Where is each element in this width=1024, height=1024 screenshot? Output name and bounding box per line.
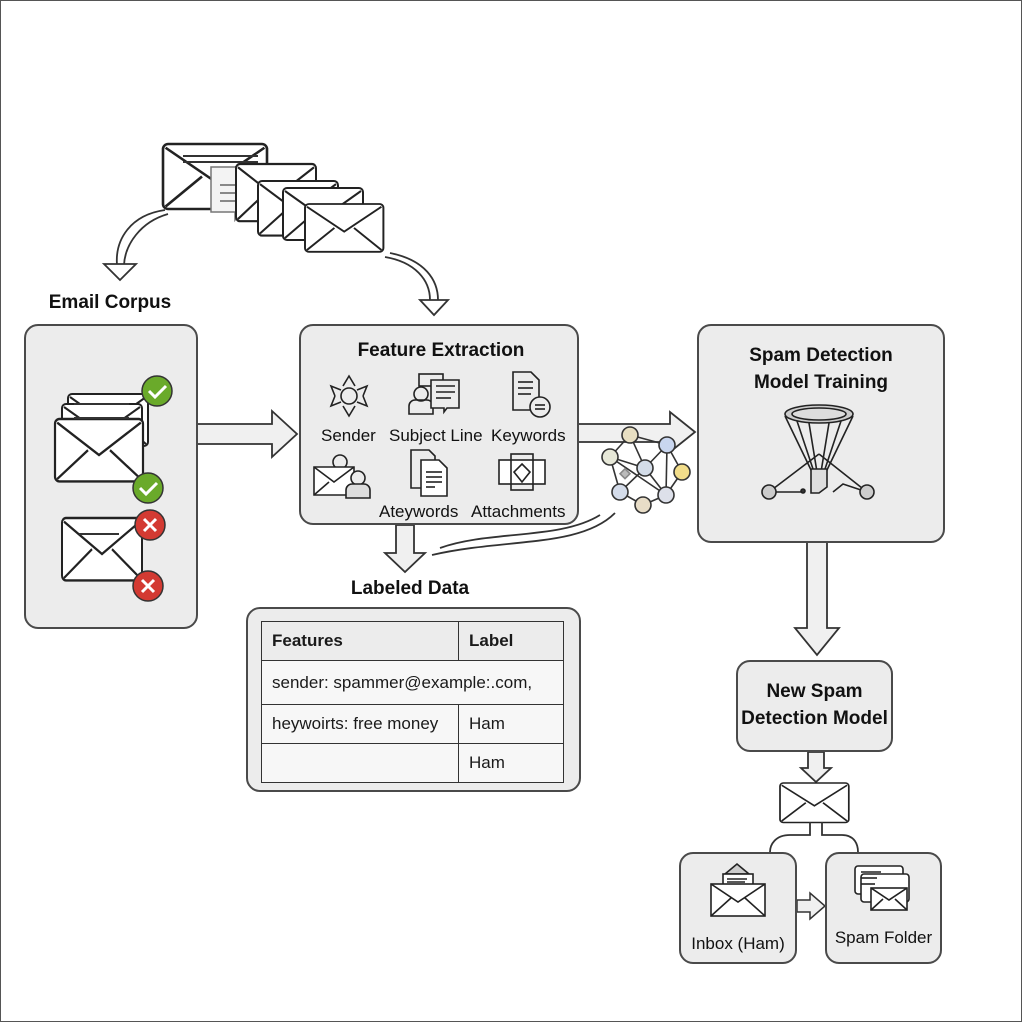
title-line: Spam Detection bbox=[749, 345, 893, 366]
title-line: New Spam bbox=[766, 681, 863, 702]
column-header-label: Label bbox=[458, 621, 564, 661]
email-corpus-illustration bbox=[53, 375, 173, 602]
x-icon bbox=[132, 570, 164, 602]
arrow-corpus-to-features bbox=[196, 408, 299, 460]
person-document-icon bbox=[408, 373, 460, 415]
model-training-title: Spam Detection Model Training bbox=[699, 342, 943, 396]
table-header-row: Features Label bbox=[261, 621, 564, 661]
new-spam-model-title: New Spam Detection Model bbox=[738, 678, 891, 732]
spam-folder-label: Spam Folder bbox=[834, 928, 933, 947]
check-icon bbox=[141, 375, 173, 407]
feature-label-keywords: Keywords bbox=[491, 426, 566, 445]
arrow-inbox-to-spam bbox=[796, 891, 827, 921]
feature-label-ateywords: Ateywords bbox=[379, 502, 459, 521]
arrow-features-to-labeled bbox=[382, 524, 428, 574]
email-people-icon bbox=[313, 454, 371, 499]
envelope-icon bbox=[779, 782, 850, 824]
flower-icon bbox=[329, 374, 369, 418]
email-corpus-title: Email Corpus bbox=[48, 292, 172, 313]
table-cell: heywoirts: free money bbox=[261, 704, 459, 744]
incoming-emails-stack bbox=[161, 142, 385, 253]
attachment-monitor-icon bbox=[498, 453, 546, 491]
table-row: sender: spammer@example:.com, bbox=[261, 660, 564, 705]
table-cell: Ham bbox=[458, 704, 564, 744]
table-row: Ham bbox=[261, 743, 564, 783]
open-envelope-icon bbox=[710, 862, 766, 917]
arrow-model-to-email bbox=[798, 751, 834, 784]
feature-icons bbox=[313, 371, 551, 499]
funnel-network-icon bbox=[761, 404, 875, 500]
x-icon bbox=[134, 509, 166, 541]
table-cell: sender: spammer@example:.com, bbox=[261, 660, 564, 705]
curved-arrow-to-features bbox=[384, 252, 451, 317]
envelope-icon bbox=[304, 203, 385, 253]
inbox-label: Inbox (Ham) bbox=[691, 934, 785, 953]
feature-extraction-box[interactable]: Feature Extraction bbox=[299, 324, 579, 525]
feature-label-sender: Sender bbox=[321, 426, 376, 445]
feature-extraction-title: Feature Extraction bbox=[357, 340, 525, 361]
document-search-icon bbox=[512, 371, 551, 418]
network-graph-icon bbox=[601, 426, 691, 514]
spam-folder-icon bbox=[854, 865, 910, 911]
title-line: Detection Model bbox=[741, 708, 888, 729]
feature-label-subject-line: Subject Line bbox=[389, 426, 483, 445]
check-icon bbox=[132, 472, 164, 504]
new-spam-model-box[interactable]: New Spam Detection Model bbox=[736, 660, 893, 752]
inbox-box[interactable]: Inbox (Ham) bbox=[679, 852, 797, 964]
arrow-training-to-new-model bbox=[793, 541, 841, 657]
title-line: Model Training bbox=[753, 372, 889, 393]
labeled-data-title: Labeled Data bbox=[350, 578, 470, 599]
curved-arrow-to-corpus bbox=[101, 209, 169, 282]
model-training-box[interactable]: Spam Detection Model Training bbox=[697, 324, 945, 543]
documents-icon bbox=[410, 449, 448, 497]
table-row: heywoirts: free money Ham bbox=[261, 704, 564, 744]
table-cell: Ham bbox=[458, 743, 564, 783]
spam-folder-box[interactable]: Spam Folder bbox=[825, 852, 942, 964]
feature-label-attachments: Attachments bbox=[471, 502, 566, 521]
table-cell bbox=[261, 743, 459, 783]
email-corpus-box[interactable] bbox=[24, 324, 198, 629]
column-header-features: Features bbox=[261, 621, 459, 661]
labeled-data-table: Features Label sender: spammer@example:.… bbox=[261, 621, 564, 783]
